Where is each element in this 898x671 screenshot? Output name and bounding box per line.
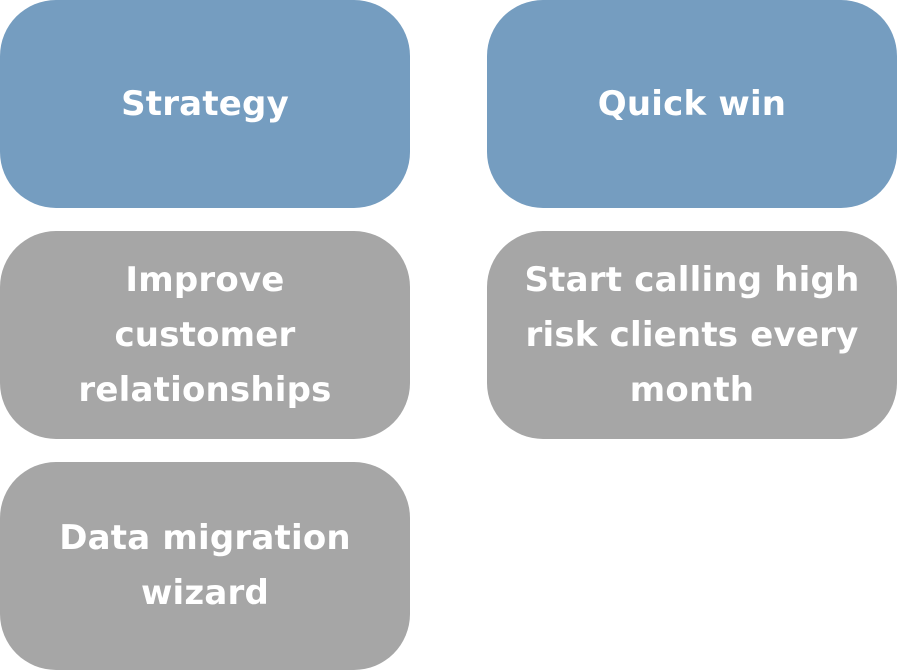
quick-win-item-card: Start calling high risk clients every mo… — [487, 231, 897, 439]
strategy-item-card: Improve customer relationships — [0, 231, 410, 439]
quick-win-column-header: Quick win — [487, 0, 897, 208]
strategy-item-card: Data migration wizard — [0, 462, 410, 670]
strategy-column-header: Strategy — [0, 0, 410, 208]
